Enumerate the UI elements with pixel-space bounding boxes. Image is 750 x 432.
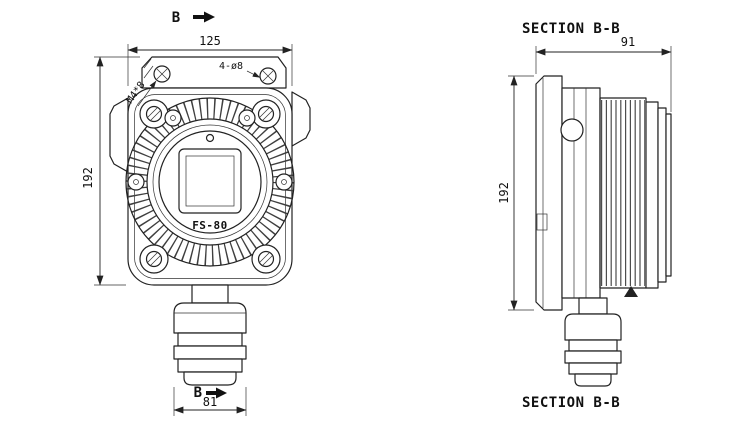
section-arrow-top-icon	[193, 11, 215, 23]
dim-front-width-label: 125	[199, 34, 221, 48]
section-view: SECTION B-B	[497, 21, 672, 411]
sensor-assembly	[173, 284, 247, 386]
left-side-tab	[109, 97, 129, 173]
corner-screw-bottom-left	[139, 244, 169, 274]
front-cap	[645, 101, 672, 289]
dim-section-height: 192	[497, 75, 534, 311]
bracket-screw-left	[153, 65, 171, 83]
ring-screw-east	[275, 173, 293, 191]
corner-screw-top-left	[139, 99, 169, 129]
bezel-circle-inner	[158, 130, 262, 234]
section-letter-top: B	[172, 10, 180, 26]
dim-sensor-width-label: 81	[203, 395, 217, 409]
top-mounting-bracket	[141, 56, 287, 89]
section-title-top: SECTION B-B	[522, 21, 620, 37]
dim-sensor-width: 81	[173, 387, 247, 416]
corner-screw-top-right	[251, 99, 281, 129]
fin-ring-side	[599, 97, 647, 289]
ring-screw-northeast	[238, 109, 256, 127]
display-window	[178, 148, 242, 214]
dim-section-height-label: 192	[497, 182, 511, 204]
weld-mark-icon	[624, 286, 638, 297]
indicator-dot	[205, 133, 215, 143]
front-view: FS-80 B B 4-ø8 M4*8	[81, 10, 311, 416]
section-letter-bottom: B	[194, 385, 202, 401]
section-cut-bottom: B	[194, 385, 227, 401]
dim-section-depth: 91	[535, 35, 672, 112]
ring-screw-northwest	[164, 109, 182, 127]
right-side-tab	[291, 91, 311, 147]
mounting-plate	[535, 75, 563, 311]
corner-screw-bottom-right	[251, 244, 281, 274]
dim-front-height: 192	[81, 56, 140, 286]
dim-section-depth-label: 91	[621, 35, 635, 49]
bracket-screw-right	[259, 67, 277, 85]
sensor-assembly-side	[564, 297, 622, 387]
entry-port-circle	[560, 118, 584, 142]
bezel-circle-outer	[152, 124, 268, 240]
section-cut-top: B	[172, 10, 215, 26]
dim-front-width: 125	[127, 34, 293, 86]
callout-holes-label: 4-ø8	[219, 61, 243, 72]
callout-holes: 4-ø8	[219, 61, 261, 78]
section-title-bottom: SECTION B-B	[522, 395, 620, 411]
ring-screw-west	[127, 173, 145, 191]
section-arrow-bottom-icon	[206, 387, 227, 399]
model-label: FS-80	[192, 219, 228, 232]
dim-front-height-label: 192	[81, 167, 95, 189]
